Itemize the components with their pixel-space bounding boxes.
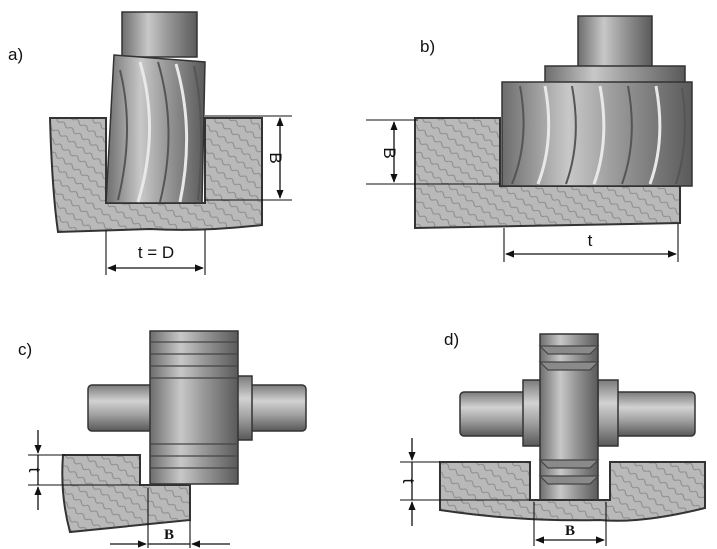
panel-c-teeth [150, 341, 238, 469]
panel-c-width-label: B [164, 527, 174, 543]
panel-a: a) B t = D [8, 11, 292, 275]
panel-a-flutes [117, 61, 203, 203]
panel-c-collar [236, 375, 253, 441]
panel-c-depth-label: t [25, 468, 44, 473]
panel-a-depth-label: B [266, 152, 285, 163]
panel-c: c) t B [18, 330, 307, 548]
panel-b-width-label: t [588, 231, 593, 250]
panel-d-collar-right [597, 379, 619, 447]
panel-b-depth-label: B [380, 147, 399, 158]
panel-d-form-cutter [539, 333, 599, 501]
panel-d-workpiece [439, 461, 706, 522]
panel-a-end-mill [105, 54, 206, 204]
panel-a-label: a) [8, 45, 23, 64]
panel-b-flutes [511, 85, 686, 185]
panel-a-cutter-shank [121, 11, 198, 58]
panel-d-teeth [538, 345, 600, 485]
panel-d-width-label: B [565, 523, 575, 539]
panel-c-label: c) [18, 340, 32, 359]
panel-b-cutter-hub [577, 15, 653, 69]
panel-d-label: d) [444, 330, 459, 349]
panel-a-width-label: t = D [138, 243, 174, 262]
panel-a-workpiece [48, 117, 263, 234]
panel-b-label: b) [420, 37, 435, 56]
panel-d: d) t B [399, 330, 706, 546]
panel-c-side-cutter [149, 330, 239, 485]
panel-b: b) B t [366, 15, 693, 262]
panel-d-depth-label: t [399, 479, 418, 484]
